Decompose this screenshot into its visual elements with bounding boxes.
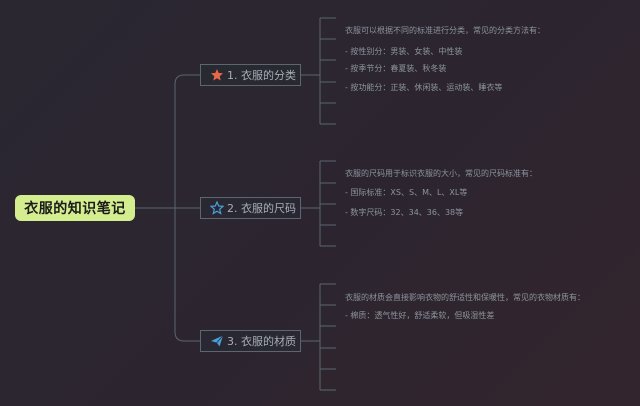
branch-topic-label: 2. 衣服的尺码 xyxy=(227,202,296,215)
leaf-topic[interactable]: - 数字尺码：32、34、36、38等 xyxy=(345,208,464,217)
branch-topic-material[interactable]: 3. 衣服的材质 xyxy=(200,330,301,352)
leaf-topic[interactable]: - 按季节分：春夏装、秋冬装 xyxy=(345,64,447,73)
branch-topic-label: 3. 衣服的材质 xyxy=(227,335,296,348)
root-topic[interactable]: 衣服的知识笔记 xyxy=(15,195,135,221)
leaf-topic[interactable]: - 按性别分：男装、女装、中性装 xyxy=(345,47,463,56)
leaf-topic[interactable]: 衣服可以根据不同的标准进行分类，常见的分类方法有： xyxy=(345,26,545,35)
leaf-topic[interactable]: - 国际标准：XS、S、M、L、XL等 xyxy=(345,188,468,197)
paper-plane-icon xyxy=(210,334,224,348)
connector-root-branch-1 xyxy=(174,74,200,208)
star-filled-icon xyxy=(210,68,224,82)
leaf-topic[interactable]: - 按功能分：正装、休闲装、运动装、睡衣等 xyxy=(345,83,503,92)
branch-topic-classification[interactable]: 1. 衣服的分类 xyxy=(200,64,301,86)
leaf-topic[interactable]: 衣服的尺码用于标识衣服的大小，常见的尺码标准有： xyxy=(345,169,537,178)
leaf-topic[interactable]: 衣服的材质会直接影响衣物的舒适性和保暖性，常见的衣物材质有： xyxy=(345,293,585,302)
connector-root-branch-3 xyxy=(174,208,200,342)
branch-topic-size[interactable]: 2. 衣服的尺码 xyxy=(200,197,301,219)
branch-topic-label: 1. 衣服的分类 xyxy=(227,69,296,82)
root-topic-label: 衣服的知识笔记 xyxy=(24,201,126,217)
star-outline-icon xyxy=(210,201,224,215)
leaf-topic[interactable]: - 棉质：透气性好，舒适柔软，但吸湿性差 xyxy=(345,311,495,320)
